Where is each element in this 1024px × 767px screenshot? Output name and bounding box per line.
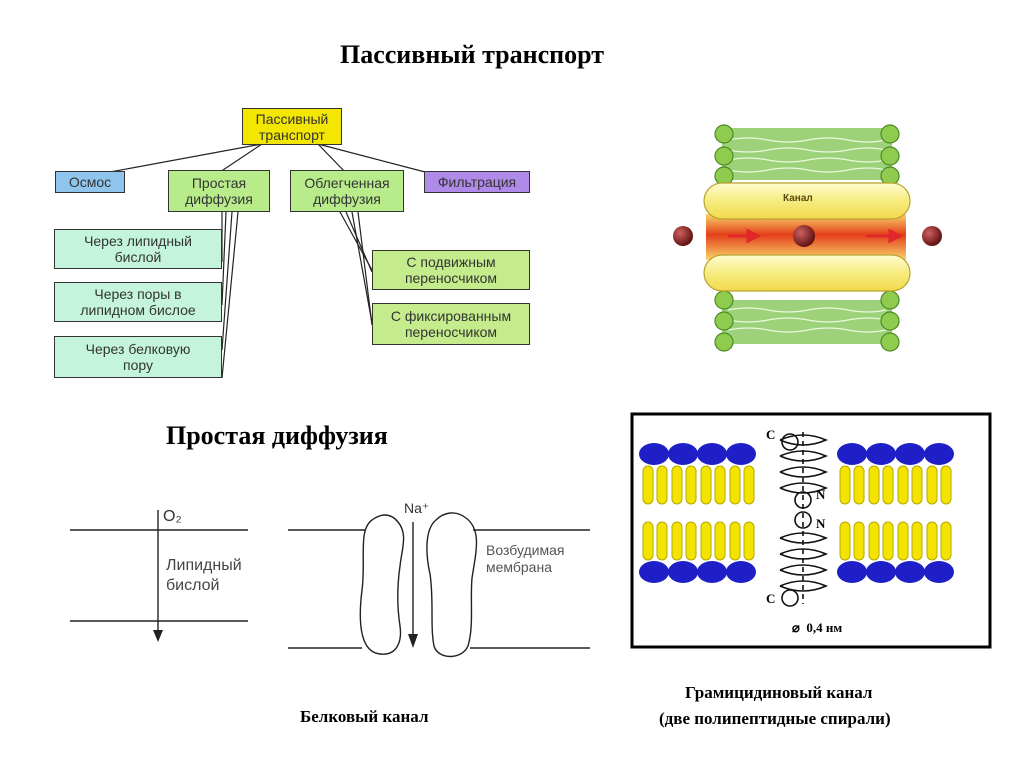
protein-channel-caption: Белковый канал — [300, 707, 429, 726]
gramicidin-c-bottom: C — [766, 591, 776, 606]
gramicidin-diameter: ⌀ 0,4 нм — [792, 620, 843, 635]
fixed-carrier-box: С фиксированным переносчиком — [372, 303, 530, 345]
molecule-in-channel — [793, 225, 815, 247]
mobile-carrier-box: С подвижным переносчиком — [372, 250, 530, 290]
protein-right — [426, 512, 478, 658]
channel-protein-upper — [703, 182, 911, 220]
na-label: Na⁺ — [404, 500, 430, 516]
filtration-box: Фильтрация — [424, 171, 530, 193]
channel-protein-lower — [703, 254, 911, 292]
gramicidin-n2: N — [816, 516, 826, 531]
gramicidin-right-bilayer — [837, 443, 954, 583]
flow-arrows — [728, 228, 904, 244]
molecule-outside-left — [673, 226, 693, 246]
excitable-membrane-label: Возбудимая мембрана — [486, 542, 565, 575]
gramicidin-helices — [779, 432, 829, 607]
gramicidin-caption-line1: Грамицидиновый канал — [685, 683, 873, 702]
o2-label: O₂ — [163, 508, 182, 525]
root-box: Пассивный транспорт — [242, 108, 342, 145]
via-pores-box: Через поры в липидном бислое — [54, 282, 222, 322]
via-protein-box: Через белковую пору — [54, 336, 222, 378]
gramicidin-n1: N — [816, 487, 826, 502]
protein-left — [359, 514, 405, 655]
channel-label: Канал — [783, 193, 813, 204]
molecule-outside-right — [922, 226, 942, 246]
section-title: Простая диффузия — [166, 421, 388, 450]
gramicidin-left-bilayer — [639, 443, 756, 583]
osmos-box: Осмос — [55, 171, 125, 193]
gramicidin-caption-line2: (две полипептидные спирали) — [659, 709, 891, 728]
via-lipid-box: Через липидный бислой — [54, 229, 222, 269]
main-title: Пассивный транспорт — [340, 40, 605, 69]
simple-diffusion-box: Простая диффузия — [168, 170, 270, 212]
facilitated-diffusion-box: Облегченная диффузия — [290, 170, 404, 212]
gramicidin-c-top: C — [766, 427, 776, 442]
lipid-bilayer-label: Липидный бислой — [166, 557, 242, 594]
lipid-tails — [727, 137, 887, 333]
